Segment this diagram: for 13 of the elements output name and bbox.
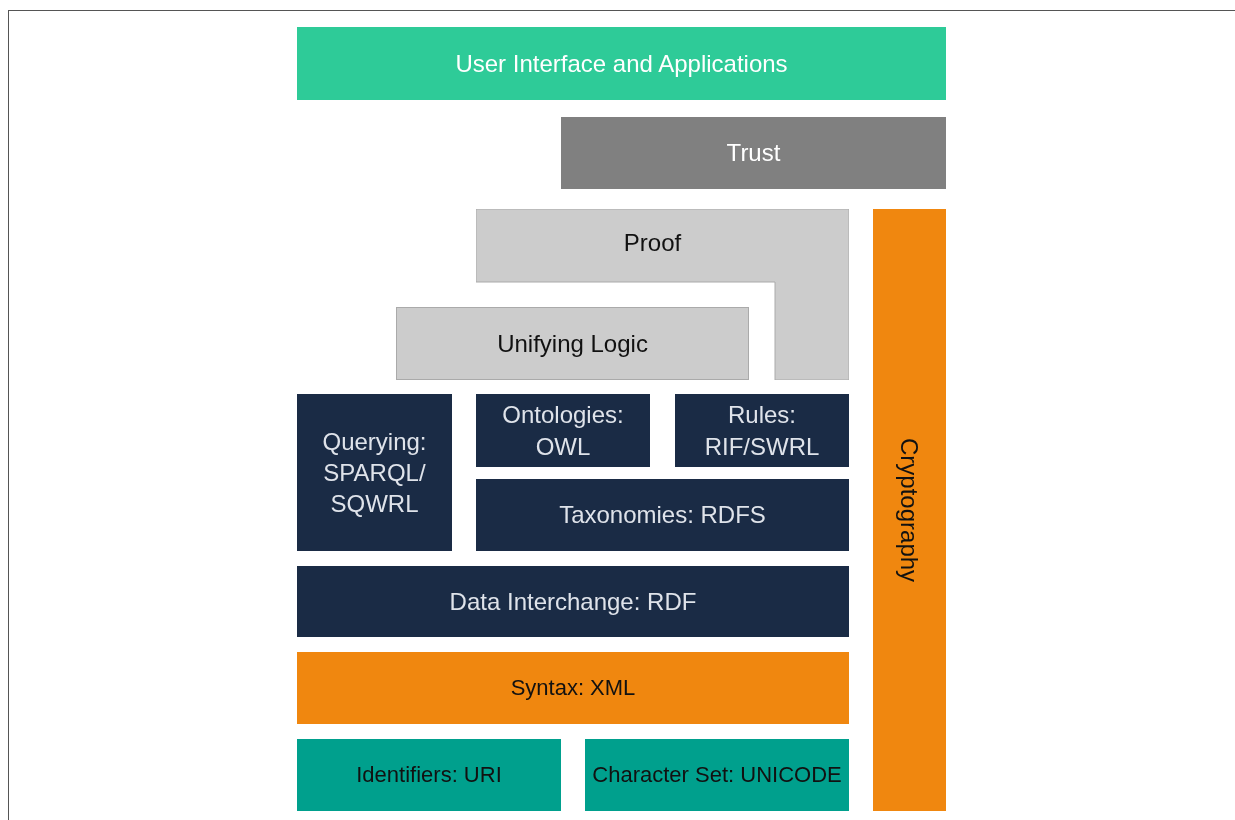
layer-box: Unifying Logic — [396, 307, 749, 380]
layer-box: Identifiers: URI — [297, 739, 561, 811]
vertical-band: Cryptography — [873, 209, 946, 811]
layer-label: Proof — [622, 228, 683, 258]
layer-box: Character Set: UNICODE — [585, 739, 849, 811]
layer-box: Data Interchange: RDF — [297, 566, 849, 637]
layer-box: Taxonomies: RDFS — [476, 479, 849, 551]
layer-box: Querying: SPARQL/ SQWRL — [297, 394, 452, 551]
layer-box: Ontologies: OWL — [476, 394, 650, 467]
layer-box: Syntax: XML — [297, 652, 849, 724]
layer-box: Rules: RIF/SWRL — [675, 394, 849, 467]
layer-box: User Interface and Applications — [297, 27, 946, 100]
layer-box: Trust — [561, 117, 946, 189]
